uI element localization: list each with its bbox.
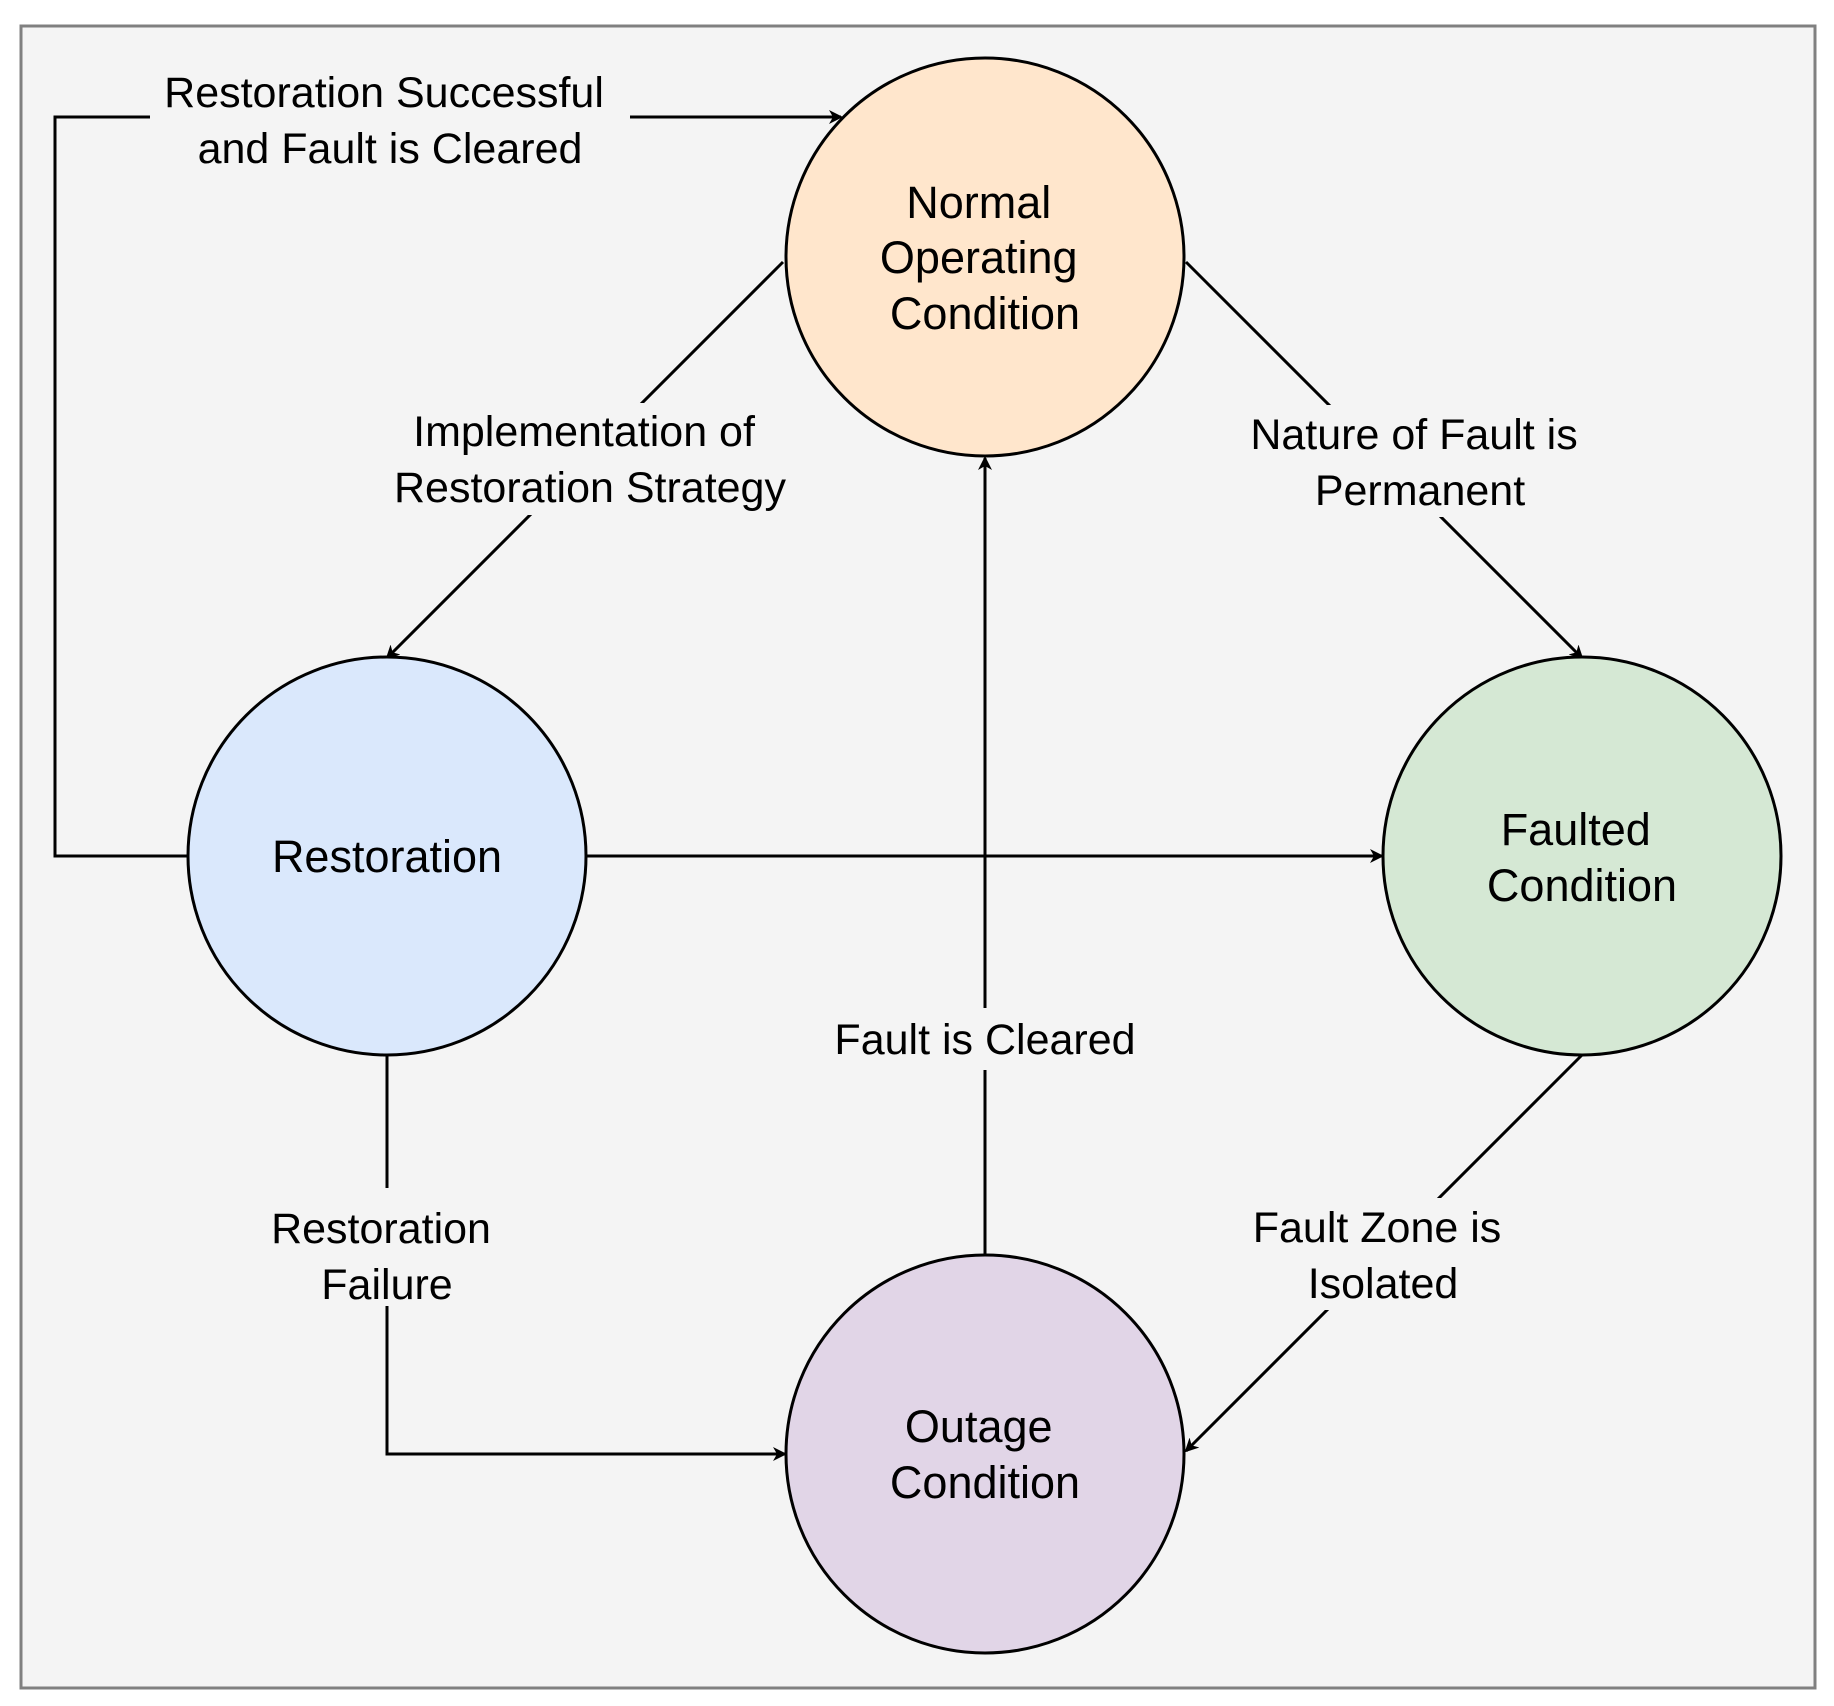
state-circle xyxy=(784,1253,1186,1655)
state-label-line: Restoration xyxy=(272,831,502,882)
edge-label-implementation-of-restoration-strategy: Implementation of Restoration Strategy xyxy=(372,403,808,515)
edge-label-restoration-successful: Restoration Successful and Fault is Clea… xyxy=(150,66,630,176)
edge-label-fault-is-cleared: Fault is Cleared xyxy=(814,1008,1156,1070)
svg-text:Restoration Failure: Restoration Failure xyxy=(271,1205,503,1309)
edge-label-line: Restoration xyxy=(271,1205,491,1253)
state-label-line: Condition xyxy=(890,1457,1080,1508)
edge-label-line: Isolated xyxy=(1308,1260,1459,1308)
svg-text:Outage Condition: Outage Condition xyxy=(890,1401,1080,1508)
state-faulted-condition: Faulted Condition xyxy=(1381,655,1783,1057)
state-circle xyxy=(186,655,588,1057)
edge-label-line: and Fault is Cleared xyxy=(198,125,583,173)
edge-label-line: Restoration Successful xyxy=(164,69,604,117)
state-circle xyxy=(784,56,1186,458)
edge-label-line: Failure xyxy=(321,1261,452,1309)
svg-text:Implementation of Restor: Implementation of Restoration Strategy xyxy=(394,408,786,512)
state-label-line: Faulted xyxy=(1501,804,1651,855)
state-label-line: Condition xyxy=(1487,860,1677,911)
state-normal-operating-condition: Normal Operating Condition xyxy=(784,56,1186,458)
edge-label-line: Permanent xyxy=(1315,467,1525,515)
svg-text:Fault is Cleared: Fault is Cleared xyxy=(834,1016,1135,1064)
state-restoration: Restoration xyxy=(186,655,588,1057)
edge-label-line: Fault Zone is xyxy=(1253,1204,1502,1252)
svg-text:Restoration: Restoration xyxy=(272,831,502,882)
edge-label-line: Restoration Strategy xyxy=(394,464,786,512)
state-label-line: Condition xyxy=(890,288,1080,339)
edge-label-restoration-failure: Restoration Failure xyxy=(262,1188,512,1309)
svg-text:Faulted Condition: Faulted Condition xyxy=(1487,804,1677,911)
edge-label-line: Fault is Cleared xyxy=(834,1016,1135,1064)
state-label-line: Normal xyxy=(906,177,1051,228)
svg-text:Restoration Successful a: Restoration Successful and Fault is Clea… xyxy=(164,69,616,173)
state-outage-condition: Outage Condition xyxy=(784,1253,1186,1655)
svg-text:Nature of Fault is Perma: Nature of Fault is Permanent xyxy=(1250,411,1589,515)
state-circle xyxy=(1381,655,1783,1057)
edge-label-line: Nature of Fault is xyxy=(1250,411,1577,459)
edge-label-nature-of-fault-permanent: Nature of Fault is Permanent xyxy=(1232,405,1606,517)
edge-label-line: Implementation of xyxy=(413,408,756,456)
svg-text:Normal Operating C: Normal Operating Condition xyxy=(880,177,1090,339)
state-label-line: Operating xyxy=(880,232,1078,283)
state-label-line: Outage xyxy=(905,1401,1053,1452)
svg-text:Fault Zone is Isolated: Fault Zone is Isolated xyxy=(1253,1204,1514,1308)
edge-label-fault-zone-isolated: Fault Zone is Isolated xyxy=(1240,1198,1530,1310)
